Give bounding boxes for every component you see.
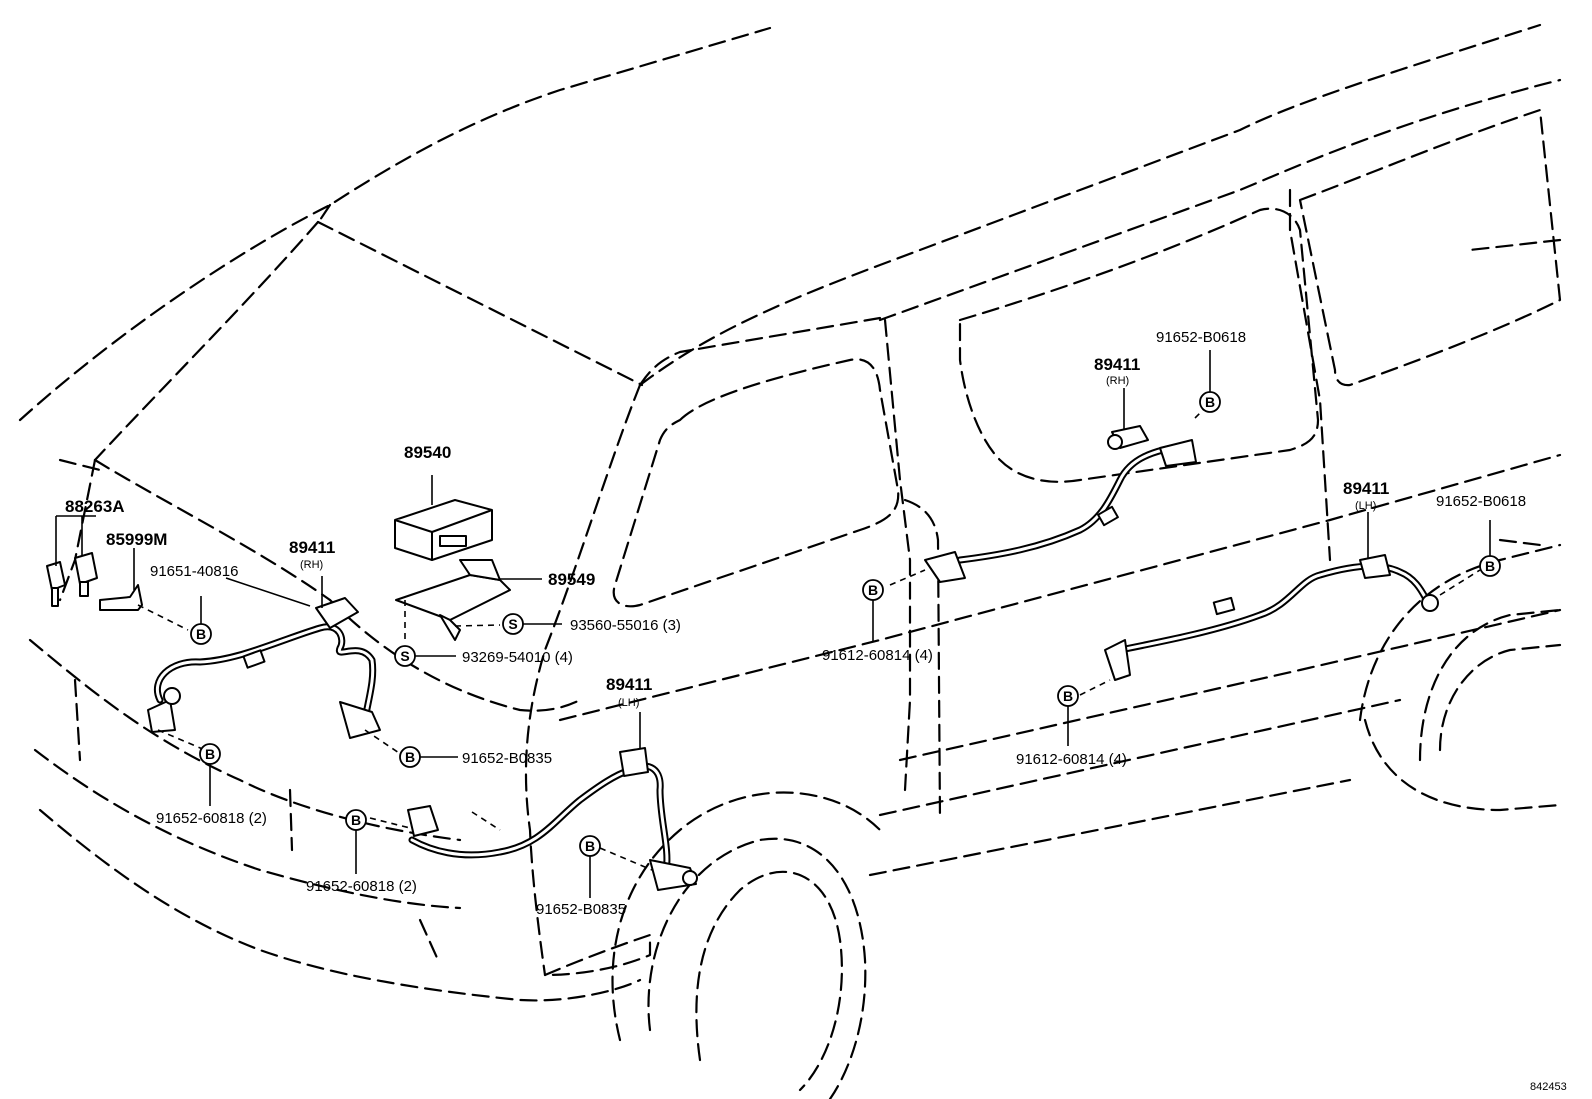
part-label-89411-rear-lh: 89411: [1343, 479, 1389, 498]
diagram-id: 842453: [1530, 1081, 1567, 1093]
vehicle-body-outline: [18, 23, 1562, 1099]
svg-text:S: S: [400, 648, 409, 664]
bolt-symbol: B: [1479, 555, 1501, 577]
part-label-93560-55016: 93560-55016 (3): [570, 617, 681, 634]
bolt-symbol: B: [345, 809, 367, 831]
svg-text:B: B: [1063, 688, 1073, 704]
bolt-symbol: B: [862, 579, 884, 601]
part-label-91652-b0835-front-rh: 91652-B0835: [462, 750, 552, 767]
part-label-89549: 89549: [548, 570, 595, 589]
part-label-91652-60818-lower: 91652-60818 (2): [306, 878, 417, 895]
module-bracket: [395, 559, 542, 641]
part-label-89540: 89540: [404, 443, 451, 462]
part-label-91651-40816: 91651-40816: [150, 563, 238, 580]
part-label-91652-60818-upper: 91652-60818 (2): [156, 810, 267, 827]
front-rh-speed-sensor: [147, 576, 403, 756]
bolt-symbol: B: [199, 743, 221, 765]
bolt-symbol: B: [579, 835, 601, 857]
part-side-front-lh: (LH): [618, 697, 639, 709]
callout-leaders: [200, 350, 1491, 898]
bolt-symbol: B: [1199, 391, 1221, 413]
svg-text:B: B: [868, 582, 878, 598]
part-label-89411-front-rh: 89411: [289, 538, 335, 557]
svg-text:S: S: [508, 616, 517, 632]
svg-text:B: B: [1485, 558, 1495, 574]
svg-text:B: B: [585, 838, 595, 854]
part-side-rear-lh: (LH): [1355, 500, 1376, 512]
bolt-symbol: B: [190, 623, 212, 645]
svg-text:B: B: [1205, 394, 1215, 410]
part-label-93269-54010: 93269-54010 (4): [462, 649, 573, 666]
screw-symbol: S: [502, 613, 524, 635]
front-lh-speed-sensor: [369, 712, 698, 891]
part-label-91612-60814-upper: 91612-60814 (4): [822, 647, 933, 664]
part-side-rear-rh: (RH): [1106, 375, 1129, 387]
svg-text:B: B: [351, 812, 361, 828]
svg-text:B: B: [405, 749, 415, 765]
part-label-89411-front-lh: 89411: [606, 675, 652, 694]
part-side-front-rh: (RH): [300, 559, 323, 571]
bolt-symbol: B: [1057, 685, 1079, 707]
part-label-89411-rear-rh: 89411: [1094, 355, 1140, 374]
part-label-91612-60814-lower: 91612-60814 (4): [1016, 751, 1127, 768]
svg-text:B: B: [196, 626, 206, 642]
rear-rh-speed-sensor: [889, 388, 1206, 586]
bolt-symbol: B: [399, 746, 421, 768]
part-label-91652-b0618-rear-lh: 91652-B0618: [1436, 493, 1526, 510]
svg-text:B: B: [205, 746, 215, 762]
part-label-91652-b0618-rear-rh: 91652-B0618: [1156, 329, 1246, 346]
abs-control-module: [394, 475, 493, 561]
part-label-85999m: 85999M: [106, 530, 167, 549]
part-label-91652-b0835-front-lh: 91652-B0835: [536, 901, 626, 918]
relay-connector-set: [46, 515, 189, 631]
screw-symbol: S: [394, 645, 416, 667]
rear-lh-speed-sensor: [1079, 512, 1481, 696]
part-label-88263a: 88263A: [65, 497, 125, 516]
